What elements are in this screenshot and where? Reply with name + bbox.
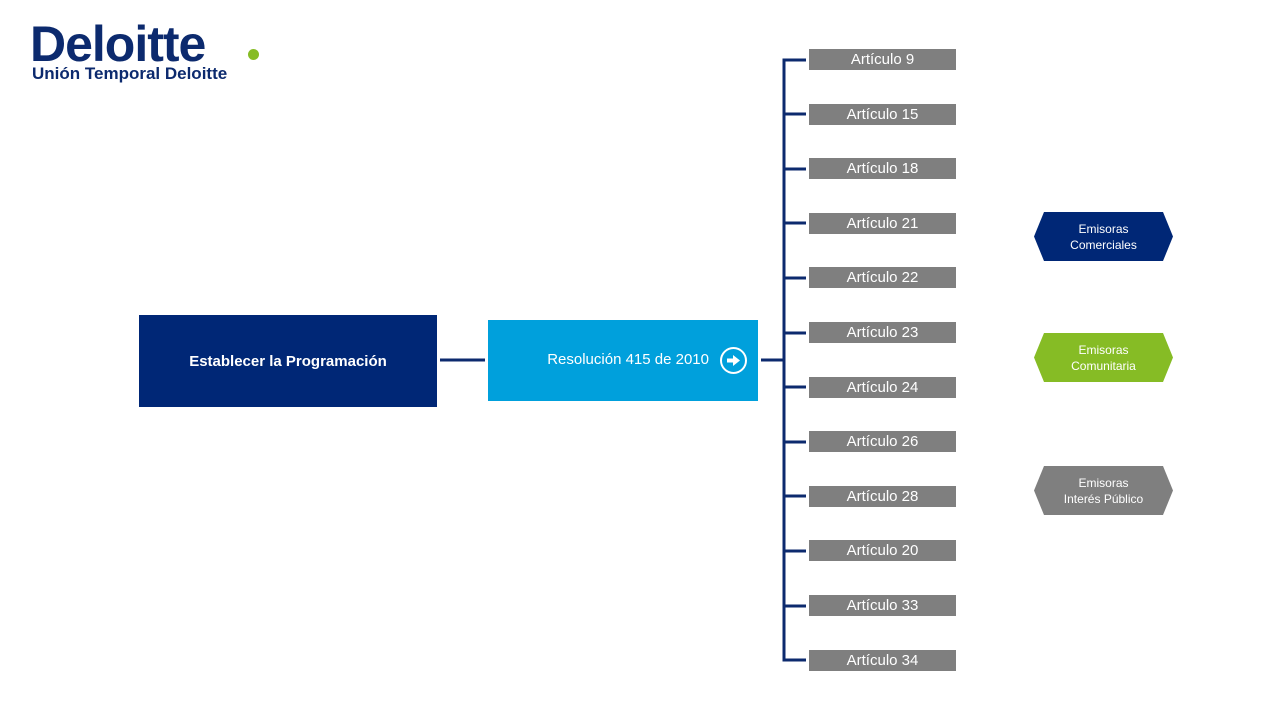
article-box: Artículo 18 xyxy=(809,158,956,179)
article-box: Artículo 33 xyxy=(809,595,956,616)
emisoras-comerciales-shape: Emisoras Comerciales xyxy=(1034,212,1173,261)
main-process-label: Establecer la Programación xyxy=(189,352,387,370)
logo-subtitle: Unión Temporal Deloitte xyxy=(32,64,228,83)
resolution-label: Resolución 415 de 2010 xyxy=(547,351,709,368)
logo-dot xyxy=(248,49,259,60)
emisoras-interes-publico-line1: Emisoras xyxy=(1078,475,1129,490)
article-box: Artículo 15 xyxy=(809,104,956,125)
article-box: Artículo 28 xyxy=(809,486,956,507)
article-box: Artículo 21 xyxy=(809,213,956,234)
article-box: Artículo 23 xyxy=(809,322,956,343)
emisoras-interes-publico-shape: Emisoras Interés Público xyxy=(1034,466,1173,515)
emisoras-comerciales-line1: Emisoras xyxy=(1078,221,1129,236)
article-box: Artículo 34 xyxy=(809,650,956,671)
article-box: Artículo 22 xyxy=(809,267,956,288)
main-process-box: Establecer la Programación xyxy=(139,315,437,407)
emisoras-interes-publico-line2: Interés Público xyxy=(1063,491,1144,506)
emisoras-comunitaria-line2: Comunitaria xyxy=(1071,358,1136,373)
emisoras-comerciales-line2: Comerciales xyxy=(1070,237,1137,252)
article-box: Artículo 20 xyxy=(809,540,956,561)
emisoras-comunitaria-shape: Emisoras Comunitaria xyxy=(1034,333,1173,382)
article-box: Artículo 26 xyxy=(809,431,956,452)
logo-wordmark: Deloitte xyxy=(30,16,206,72)
article-box: Artículo 9 xyxy=(809,49,956,70)
resolution-box[interactable]: Resolución 415 de 2010 xyxy=(488,320,758,401)
arrow-right-circle-icon xyxy=(720,347,747,374)
emisoras-comunitaria-line1: Emisoras xyxy=(1078,342,1129,357)
article-box: Artículo 24 xyxy=(809,377,956,398)
